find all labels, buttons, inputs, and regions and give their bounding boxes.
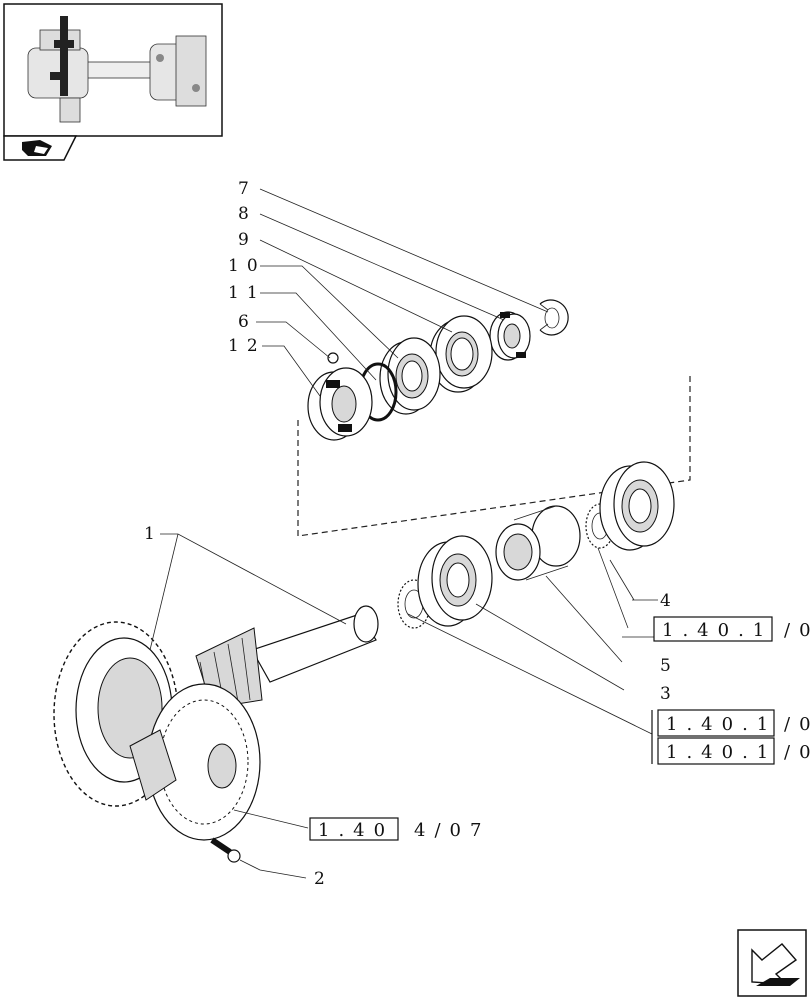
bearing-4-part[interactable] xyxy=(599,461,675,551)
ref-a-code: 1.40.1 xyxy=(662,620,773,641)
next-page-arrow-icon[interactable] xyxy=(737,929,807,997)
ref-c-suffix: /0 xyxy=(784,742,812,763)
callout-6: 6 xyxy=(238,312,257,332)
callout-3: 3 xyxy=(660,684,679,704)
ball-6-part[interactable] xyxy=(327,352,339,364)
callout-9: 9 xyxy=(238,230,257,250)
callout-2: 2 xyxy=(314,869,333,889)
ref-link-a[interactable]: 1.40.1 /0 xyxy=(653,616,812,642)
ref-d-code: 1.40 xyxy=(318,820,394,841)
spacer-sleeve-part[interactable] xyxy=(495,505,581,581)
ref-link-d[interactable]: 1.40 4/07 xyxy=(309,817,490,841)
ref-b-suffix: /0 xyxy=(784,714,812,735)
split-collar-part[interactable] xyxy=(307,367,373,441)
ref-link-c[interactable]: 1.40.1 /0 xyxy=(657,737,812,765)
bearing-3-part[interactable] xyxy=(417,535,493,627)
group-dashed-outline xyxy=(297,372,691,537)
leader-lines xyxy=(149,188,658,879)
ref-link-b[interactable]: 1.40.1 /0 xyxy=(651,709,812,764)
bearing-10-part[interactable] xyxy=(379,337,441,415)
callout-5: 5 xyxy=(660,656,679,676)
callout-8: 8 xyxy=(238,204,257,224)
ref-d-suffix: 4/07 xyxy=(414,820,490,841)
ref-b-code: 1.40.1 xyxy=(666,714,777,735)
callout-10: 10 xyxy=(228,256,266,276)
differential-housing-part[interactable] xyxy=(129,683,261,841)
callout-11: 11 xyxy=(228,283,266,303)
callout-12: 12 xyxy=(228,336,266,356)
ring-nut-part[interactable] xyxy=(489,311,531,361)
catalog-book-icon[interactable] xyxy=(3,135,78,161)
axle-assembly-thumbnail[interactable] xyxy=(3,3,223,137)
callout-7: 7 xyxy=(238,179,257,199)
ref-a-suffix: /0 xyxy=(784,620,812,641)
ref-c-code: 1.40.1 xyxy=(666,742,777,763)
circlip-part[interactable] xyxy=(539,299,569,336)
callout-4: 4 xyxy=(660,591,679,611)
bearing-9-part[interactable] xyxy=(429,315,493,393)
callout-1: 1 xyxy=(144,524,163,544)
bolt-part[interactable] xyxy=(210,837,241,863)
